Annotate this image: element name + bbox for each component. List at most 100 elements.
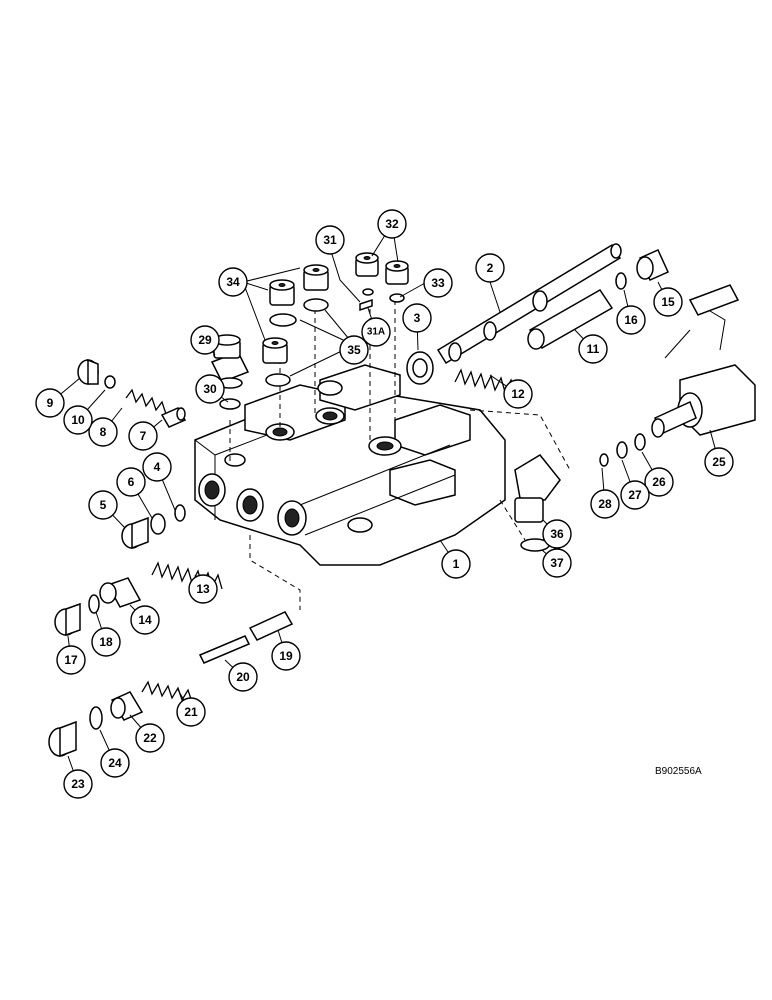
svg-text:14: 14 — [138, 613, 152, 627]
callout-16: 16 — [616, 305, 646, 335]
callout-17: 17 — [56, 645, 86, 675]
plug-34-mid — [303, 264, 329, 291]
svg-text:10: 10 — [71, 413, 85, 427]
callout-9: 9 — [35, 388, 65, 418]
callout-2: 2 — [475, 253, 505, 283]
svg-text:6: 6 — [128, 475, 135, 489]
svg-text:3: 3 — [414, 311, 421, 325]
spool-11 — [527, 289, 614, 350]
fitting-36-ring-37 — [514, 454, 561, 552]
o-rings-top — [265, 288, 405, 387]
callout-8: 8 — [88, 417, 118, 447]
callout-21: 21 — [176, 697, 206, 727]
callout-18: 18 — [91, 627, 121, 657]
callout-25: 25 — [704, 447, 734, 477]
svg-text:18: 18 — [99, 635, 113, 649]
callout-11: 11 — [578, 334, 608, 364]
svg-text:35: 35 — [347, 343, 361, 357]
svg-text:13: 13 — [196, 582, 210, 596]
svg-text:25: 25 — [712, 455, 726, 469]
svg-text:29: 29 — [198, 333, 212, 347]
callout-33: 33 — [423, 268, 453, 298]
callout-6: 6 — [116, 467, 146, 497]
svg-text:17: 17 — [64, 653, 78, 667]
callout-24: 24 — [100, 748, 130, 778]
drawing-reference-code: B902556A — [655, 766, 702, 777]
ring-3 — [406, 351, 434, 385]
svg-text:15: 15 — [661, 295, 675, 309]
callout-36: 36 — [542, 519, 572, 549]
svg-text:23: 23 — [71, 777, 85, 791]
svg-text:37: 37 — [550, 556, 564, 570]
plug-34-upper — [269, 279, 295, 306]
svg-text:31A: 31A — [367, 327, 385, 338]
callout-13: 13 — [188, 574, 218, 604]
plug-32-right — [385, 260, 409, 285]
callout-31a: 31A — [361, 317, 391, 347]
spool-14 — [99, 577, 142, 608]
svg-text:4: 4 — [154, 460, 161, 474]
svg-text:9: 9 — [47, 396, 54, 410]
callout-29: 29 — [190, 325, 220, 355]
svg-text:27: 27 — [628, 488, 642, 502]
spool-7 — [160, 407, 187, 428]
callout-37: 37 — [542, 548, 572, 578]
spring-8 — [125, 388, 167, 415]
svg-text:34: 34 — [226, 275, 240, 289]
callout-15: 15 — [653, 287, 683, 317]
svg-text:20: 20 — [236, 670, 250, 684]
callout-26: 26 — [644, 467, 674, 497]
callout-30: 30 — [195, 374, 225, 404]
plug-34-lower — [262, 337, 288, 364]
callout-20: 20 — [228, 662, 258, 692]
svg-text:36: 36 — [550, 527, 564, 541]
plug-15-ring-16 — [615, 249, 669, 290]
svg-text:30: 30 — [203, 382, 217, 396]
callout-14: 14 — [130, 605, 160, 635]
svg-text:7: 7 — [140, 429, 147, 443]
svg-text:26: 26 — [652, 475, 666, 489]
svg-text:32: 32 — [385, 217, 399, 231]
sleeve-22 — [110, 691, 144, 721]
callout-3: 3 — [402, 303, 432, 333]
callout-4: 4 — [142, 452, 172, 482]
callout-35: 35 — [339, 335, 369, 365]
solenoid-25 — [651, 284, 756, 438]
svg-text:19: 19 — [279, 649, 293, 663]
valve-body — [194, 364, 506, 566]
svg-text:16: 16 — [624, 313, 638, 327]
svg-text:2: 2 — [487, 261, 494, 275]
plug-9 — [77, 358, 116, 389]
callout-5: 5 — [88, 490, 118, 520]
spring-21 — [141, 680, 193, 703]
svg-text:28: 28 — [598, 497, 612, 511]
svg-text:8: 8 — [100, 425, 107, 439]
callout-28: 28 — [590, 489, 620, 519]
callout-10: 10 — [63, 405, 93, 435]
plug-32-left — [355, 252, 379, 277]
callout-12: 12 — [503, 379, 533, 409]
plug-17-ring-18 — [54, 594, 100, 637]
plug-5-rings — [121, 504, 186, 550]
callout-27: 27 — [620, 480, 650, 510]
svg-text:5: 5 — [100, 498, 107, 512]
svg-text:12: 12 — [511, 387, 525, 401]
rings-26-28 — [599, 433, 646, 467]
svg-text:22: 22 — [143, 731, 157, 745]
callout-23: 23 — [63, 769, 93, 799]
callout-19: 19 — [271, 641, 301, 671]
svg-text:11: 11 — [587, 342, 600, 356]
callout-7: 7 — [128, 421, 158, 451]
pin-19-rod-20 — [198, 611, 294, 664]
callout-1: 1 — [441, 549, 471, 579]
svg-text:31: 31 — [323, 233, 337, 247]
callout-22: 22 — [135, 723, 165, 753]
svg-text:24: 24 — [108, 756, 122, 770]
svg-text:1: 1 — [453, 557, 460, 571]
spool-2 — [436, 243, 622, 365]
callout-32: 32 — [377, 209, 407, 239]
pressure-switch — [210, 334, 250, 410]
svg-text:33: 33 — [431, 276, 445, 290]
